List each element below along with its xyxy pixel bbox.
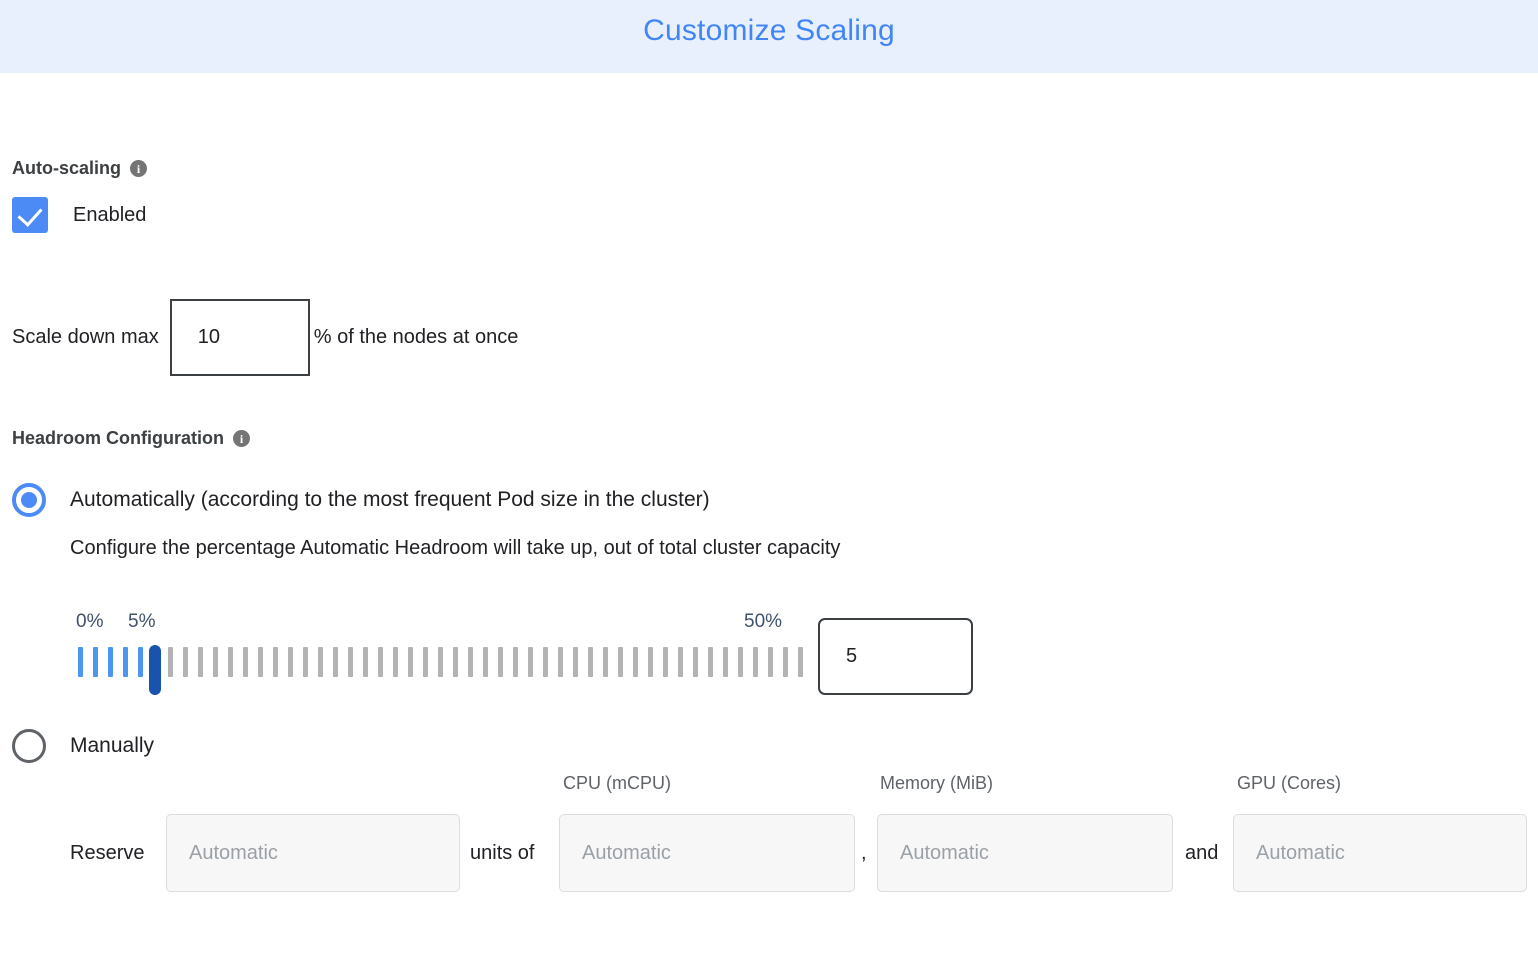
dialog-body: Auto-scaling i Enabled Scale down max % … xyxy=(0,73,1538,970)
slider-tick[interactable] xyxy=(273,647,278,677)
enabled-checkbox[interactable] xyxy=(12,197,48,233)
slider-tick[interactable] xyxy=(123,647,128,677)
slider-tick[interactable] xyxy=(558,647,563,677)
headroom-option-automatically[interactable]: Automatically (according to the most fre… xyxy=(12,483,710,517)
headroom-label: Headroom Configuration xyxy=(12,428,224,448)
scale-down-max-row: Scale down max % of the nodes at once xyxy=(12,299,518,376)
slider-value-label: 5% xyxy=(128,611,156,632)
slider-tick[interactable] xyxy=(288,647,293,677)
slider-tick[interactable] xyxy=(708,647,713,677)
slider-tick[interactable] xyxy=(588,647,593,677)
scale-down-max-label: Scale down max xyxy=(12,326,159,348)
slider-tick[interactable] xyxy=(408,647,413,677)
slider-tick[interactable] xyxy=(138,647,143,677)
slider-tick[interactable] xyxy=(798,647,803,677)
slider-tick[interactable] xyxy=(228,647,233,677)
headroom-section-title: Headroom Configuration i xyxy=(12,428,250,449)
slider-tick[interactable] xyxy=(618,647,623,677)
slider-tick[interactable] xyxy=(318,647,323,677)
slider-tick[interactable] xyxy=(648,647,653,677)
slider-tick[interactable] xyxy=(573,647,578,677)
slider-tick[interactable] xyxy=(363,647,368,677)
page-title: Customize Scaling xyxy=(643,13,895,47)
memory-reserve-input[interactable] xyxy=(877,814,1173,892)
info-icon[interactable]: i xyxy=(233,430,250,447)
slider-tick[interactable] xyxy=(768,647,773,677)
slider-tick[interactable] xyxy=(198,647,203,677)
slider-tick[interactable] xyxy=(513,647,518,677)
slider-track[interactable] xyxy=(78,645,813,679)
slider-tick[interactable] xyxy=(348,647,353,677)
radio-automatically[interactable] xyxy=(12,483,46,517)
slider-tick[interactable] xyxy=(393,647,398,677)
slider-tick[interactable] xyxy=(528,647,533,677)
dialog-header: Customize Scaling xyxy=(0,0,1538,73)
slider-tick[interactable] xyxy=(678,647,683,677)
slider-tick[interactable] xyxy=(468,647,473,677)
slider-max-label: 50% xyxy=(744,611,783,632)
radio-manually[interactable] xyxy=(12,729,46,763)
headroom-helper-text: Configure the percentage Automatic Headr… xyxy=(70,537,841,559)
slider-tick[interactable] xyxy=(783,647,788,677)
slider-min-label: 0% xyxy=(76,611,104,632)
slider-thumb[interactable] xyxy=(149,645,161,695)
slider-tick[interactable] xyxy=(168,647,173,677)
info-icon[interactable]: i xyxy=(130,160,148,177)
and-label: and xyxy=(1185,842,1219,864)
gpu-field-caption: GPU (Cores) xyxy=(1237,773,1342,793)
slider-tick[interactable] xyxy=(723,647,728,677)
memory-field-caption: Memory (MiB) xyxy=(880,773,993,793)
slider-tick[interactable] xyxy=(108,647,113,677)
slider-tick[interactable] xyxy=(438,647,443,677)
radio-automatically-label: Automatically (according to the most fre… xyxy=(70,488,710,511)
slider-tick[interactable] xyxy=(753,647,758,677)
slider-tick[interactable] xyxy=(213,647,218,677)
slider-tick[interactable] xyxy=(258,647,263,677)
radio-manually-label: Manually xyxy=(70,734,155,757)
comma-separator: , xyxy=(861,842,867,864)
slider-tick[interactable] xyxy=(498,647,503,677)
slider-tick[interactable] xyxy=(603,647,608,677)
slider-tick[interactable] xyxy=(243,647,248,677)
auto-scaling-section-title: Auto-scaling i xyxy=(12,158,148,179)
headroom-option-manually[interactable]: Manually xyxy=(12,729,154,763)
auto-scaling-enabled-row[interactable]: Enabled xyxy=(12,197,146,233)
slider-tick[interactable] xyxy=(633,647,638,677)
slider-tick[interactable] xyxy=(378,647,383,677)
units-of-label: units of xyxy=(470,842,535,864)
scale-down-max-suffix: % of the nodes at once xyxy=(313,326,519,348)
slider-tick[interactable] xyxy=(663,647,668,677)
slider-tick[interactable] xyxy=(333,647,338,677)
enabled-checkbox-label: Enabled xyxy=(73,203,147,226)
slider-tick[interactable] xyxy=(738,647,743,677)
slider-tick[interactable] xyxy=(303,647,308,677)
cpu-field-caption: CPU (mCPU) xyxy=(563,773,671,793)
slider-tick[interactable] xyxy=(453,647,458,677)
slider-tick[interactable] xyxy=(183,647,188,677)
headroom-percent-input[interactable] xyxy=(818,618,973,695)
auto-scaling-label: Auto-scaling xyxy=(12,158,122,178)
slider-tick[interactable] xyxy=(543,647,548,677)
gpu-reserve-input[interactable] xyxy=(1233,814,1527,892)
scale-down-max-input[interactable] xyxy=(169,299,310,376)
cpu-reserve-input[interactable] xyxy=(559,814,855,892)
slider-tick[interactable] xyxy=(483,647,488,677)
reserve-units-input[interactable] xyxy=(166,814,460,892)
slider-tick[interactable] xyxy=(693,647,698,677)
reserve-label: Reserve xyxy=(70,842,145,864)
slider-tick[interactable] xyxy=(93,647,98,677)
slider-tick[interactable] xyxy=(423,647,428,677)
slider-tick[interactable] xyxy=(78,647,83,677)
